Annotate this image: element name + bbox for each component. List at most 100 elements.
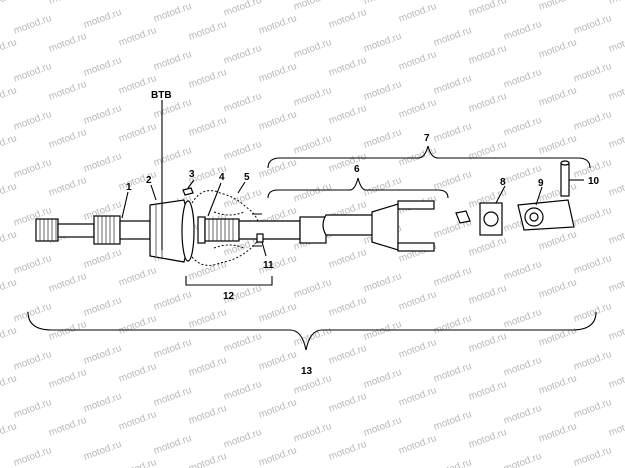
watermark-text: motod.ru — [467, 331, 508, 355]
watermark-text: motod.ru — [607, 223, 625, 247]
watermark-text: motod.ru — [187, 355, 228, 379]
label-13: 13 — [301, 366, 313, 377]
watermark-text: motod.ru — [572, 397, 613, 421]
watermark-text: motod.ru — [187, 67, 228, 91]
watermark-text: motod.ru — [82, 247, 123, 271]
callout-labels: BTB 1 2 3 4 5 6 7 8 9 10 11 12 13 — [126, 90, 600, 377]
watermark-text: motod.ru — [257, 349, 298, 373]
watermark-text: motod.ru — [537, 0, 578, 13]
watermark-text: motod.ru — [0, 37, 18, 61]
watermark-text: motod.ru — [257, 13, 298, 37]
watermark-text: motod.ru — [82, 151, 123, 175]
watermark-text: motod.ru — [292, 85, 333, 109]
watermark-text: motod.ru — [82, 7, 123, 31]
watermark-text: motod.ru — [502, 451, 543, 468]
watermark-text: motod.ru — [117, 409, 158, 433]
watermark-text: motod.ru — [187, 115, 228, 139]
watermark-text: motod.ru — [222, 139, 263, 163]
watermark-text: motod.ru — [362, 79, 403, 103]
watermark-text: motod.ru — [397, 433, 438, 457]
watermark-text: motod.ru — [502, 19, 543, 43]
watermark-text: motod.ru — [292, 325, 333, 349]
watermark-text: motod.ru — [47, 31, 88, 55]
watermark-text: motod.ru — [187, 19, 228, 43]
watermark-text: motod.ru — [47, 319, 88, 343]
watermark-text: motod.ru — [257, 445, 298, 468]
watermark-text: motod.ru — [397, 289, 438, 313]
watermark-text: motod.ru — [572, 205, 613, 229]
watermark-text: motod.ru — [362, 31, 403, 55]
watermark-text: motod.ru — [222, 427, 263, 451]
watermark-text: motod.ru — [432, 121, 473, 145]
watermark-text: motod.ru — [12, 445, 53, 468]
watermark-text: motod.ru — [607, 319, 625, 343]
watermark-text: motod.ru — [397, 49, 438, 73]
input-shaft — [35, 215, 151, 245]
watermark-text: motod.ru — [607, 367, 625, 391]
watermark-text: motod.ru — [152, 337, 193, 361]
boot — [191, 190, 261, 266]
watermark-text: motod.ru — [257, 109, 298, 133]
watermark-text: motod.ru — [467, 235, 508, 259]
watermark-text: motod.ru — [362, 415, 403, 439]
watermark-text: motod.ru — [537, 229, 578, 253]
watermark-text: motod.ru — [502, 259, 543, 283]
watermark-text: motod.ru — [117, 313, 158, 337]
watermark-text: motod.ru — [362, 175, 403, 199]
watermark-text: motod.ru — [222, 187, 263, 211]
watermark-text: motod.ru — [47, 0, 88, 7]
watermark-text: motod.ru — [537, 37, 578, 61]
watermark-text: motod.ru — [432, 457, 473, 468]
watermark-text: motod.ru — [222, 91, 263, 115]
pinch-bolt — [256, 233, 264, 243]
watermark-text: motod.ru — [82, 391, 123, 415]
watermark-text: motod.ru — [257, 301, 298, 325]
watermark-text: motod.ru — [222, 0, 263, 19]
intermediate-shaft — [204, 200, 435, 252]
watermark-text: motod.ru — [327, 55, 368, 79]
watermark-text: motod.ru — [327, 295, 368, 319]
watermark-text: motod.ru — [502, 67, 543, 91]
watermark-text: motod.ru — [467, 379, 508, 403]
bearing-block — [479, 202, 503, 236]
watermark-text: motod.ru — [47, 127, 88, 151]
watermark-text: motod.ru — [0, 229, 18, 253]
watermark-text: motod.ru — [397, 97, 438, 121]
watermark-text: motod.ru — [362, 367, 403, 391]
watermark-text: motod.ru — [607, 0, 625, 7]
watermark-text: motod.ru — [572, 445, 613, 468]
watermark-text: motod.ru — [432, 409, 473, 433]
label-btb: BTB — [151, 90, 172, 101]
watermark-text: motod.ru — [432, 73, 473, 97]
watermark-text: motod.ru — [397, 385, 438, 409]
watermark-text: motod.ru — [607, 127, 625, 151]
watermark-text: motod.ru — [0, 181, 18, 205]
watermark-text: motod.ru — [82, 295, 123, 319]
watermark-text: motod.ru — [292, 181, 333, 205]
watermark-text: motod.ru — [362, 319, 403, 343]
watermark-text: motod.ru — [327, 7, 368, 31]
watermark-text: motod.ru — [327, 151, 368, 175]
watermark-text: motod.ru — [152, 385, 193, 409]
watermark-text: motod.ru — [187, 307, 228, 331]
label-9: 9 — [538, 178, 544, 189]
watermark-text: motod.ru — [537, 373, 578, 397]
watermark-text: motod.ru — [362, 127, 403, 151]
watermark-text: motod.ru — [0, 421, 18, 445]
watermark-text: motod.ru — [327, 343, 368, 367]
watermark-text: motod.ru — [397, 337, 438, 361]
watermark-text: motod.ru — [607, 271, 625, 295]
retaining-ring — [182, 187, 194, 196]
watermark-text: motod.ru — [327, 247, 368, 271]
brackets — [27, 145, 597, 351]
watermark-text: motod.ru — [12, 397, 53, 421]
watermark-text: motod.ru — [572, 61, 613, 85]
watermark-text: motod.ru — [12, 109, 53, 133]
watermark-text: motod.ru — [467, 91, 508, 115]
watermark-text: motod.ru — [327, 391, 368, 415]
label-8: 8 — [500, 177, 506, 188]
watermark-text: motod.ru — [12, 61, 53, 85]
watermark-text: motod.ru — [362, 0, 403, 7]
watermark-text: motod.ru — [117, 0, 158, 1]
